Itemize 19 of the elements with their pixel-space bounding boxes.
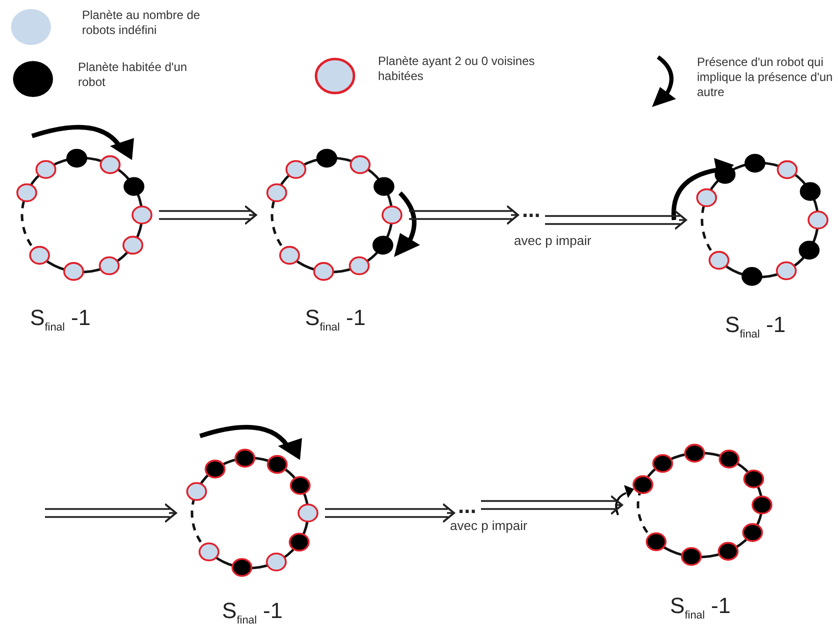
implication-arrow [408, 205, 519, 225]
state-label: S$_{final}$ -1 [670, 593, 731, 622]
state-label: S$_{final}$ -1 [30, 305, 91, 334]
implication-arrow [44, 503, 177, 523]
implication-arrow [480, 495, 623, 515]
implication-arrow [544, 210, 687, 230]
legend-text: Planète ayant 2 ou 0 voisines habitées [378, 54, 536, 84]
edge-label: avec p impair [450, 518, 528, 533]
edge-label: avec p impair [514, 233, 592, 248]
implication-arrow [158, 205, 257, 225]
legend-text: Planète au nombre de robots indéfini [82, 8, 202, 38]
state-label: S$_{final}$ -1 [725, 312, 786, 340]
ellipsis: ... [522, 200, 540, 220]
legend-text: Présence d'un robot qui implique la présence d'un autre [697, 55, 834, 100]
ellipsis: ... [458, 496, 476, 516]
legend-text: Planète habitée d'un robot [78, 60, 188, 90]
implication-arrow [324, 503, 455, 523]
state-label: S$_{final}$ -1 [305, 305, 366, 334]
state-label: S$_{final}$ -1 [222, 598, 283, 626]
